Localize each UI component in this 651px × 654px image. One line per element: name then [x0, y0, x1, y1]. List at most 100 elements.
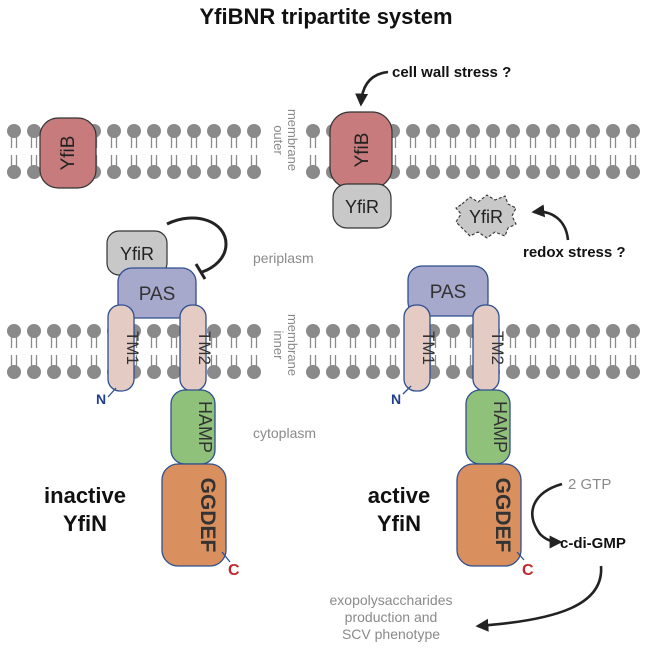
active-ggdef-domain: GGDEF — [456, 463, 522, 567]
lipid-head — [47, 365, 61, 379]
active-tm2-helix: TM2 — [472, 304, 507, 392]
inactive-n-terminus: N — [96, 391, 106, 407]
svg-text:YfiR: YfiR — [120, 244, 154, 264]
lipid-head — [606, 165, 620, 179]
svg-text:PAS: PAS — [430, 282, 467, 303]
lipid-head — [346, 365, 360, 379]
output-label-2: production and — [345, 609, 438, 625]
lipid-head — [27, 165, 41, 179]
lipid-head — [67, 365, 81, 379]
lipid-head — [187, 165, 201, 179]
gtp-label: 2 GTP — [568, 476, 611, 493]
lipid-head — [586, 324, 600, 338]
lipid-head — [7, 365, 21, 379]
cell-wall-stress-arrow — [355, 70, 389, 107]
inactive-hamp-domain: HAMP — [170, 389, 216, 465]
lipid-head — [247, 365, 261, 379]
lipid-head — [67, 324, 81, 338]
lipid-head — [306, 165, 320, 179]
lipid-head — [346, 324, 360, 338]
lipid-head — [147, 165, 161, 179]
lipid-head — [306, 324, 320, 338]
lipid-head — [107, 165, 121, 179]
lipid-head — [87, 365, 101, 379]
active-hamp-domain: HAMP — [465, 389, 511, 465]
lipid-head — [7, 165, 21, 179]
lipid-head — [7, 324, 21, 338]
lipid-head — [446, 124, 460, 138]
lipid-head — [27, 365, 41, 379]
outer-membrane-label-2: membrane — [285, 109, 300, 171]
lipid-head — [7, 124, 21, 138]
outer-membrane-right — [306, 124, 640, 179]
lipid-head — [167, 324, 181, 338]
lipid-head — [207, 124, 221, 138]
inactive-n-terminus-line — [107, 387, 117, 398]
lipid-head — [87, 324, 101, 338]
active-state-label-2: YfiN — [377, 511, 421, 536]
lipid-head — [586, 165, 600, 179]
lipid-head — [446, 165, 460, 179]
lipid-head — [167, 124, 181, 138]
lipid-head — [147, 365, 161, 379]
lipid-head — [626, 365, 640, 379]
inner-membrane-label-1: inner — [271, 331, 286, 361]
lipid-head — [486, 165, 500, 179]
inhibition-arrow — [166, 216, 228, 274]
lipid-head — [227, 324, 241, 338]
lipid-head — [227, 124, 241, 138]
lipid-head — [586, 124, 600, 138]
active-n-terminus: N — [391, 391, 401, 407]
lipid-head — [586, 365, 600, 379]
cdigmp-label: c-di-GMP — [560, 535, 626, 552]
output-arrow — [475, 565, 603, 632]
svg-text:YfiB: YfiB — [58, 136, 79, 171]
inactive-tm1-helix: TM1 — [107, 304, 142, 392]
lipid-head — [326, 324, 340, 338]
svg-text:YfiR: YfiR — [469, 207, 503, 227]
svg-text:TM2: TM2 — [488, 331, 507, 365]
lipid-head — [227, 165, 241, 179]
lipid-head — [187, 124, 201, 138]
lipid-head — [207, 324, 221, 338]
lipid-head — [426, 124, 440, 138]
lipid-head — [147, 324, 161, 338]
active-yfir-bound: YfiR — [332, 183, 392, 229]
active-n-terminus-line — [402, 385, 412, 395]
active-c-terminus: C — [522, 562, 534, 579]
lipid-head — [566, 165, 580, 179]
lipid-head — [506, 124, 520, 138]
svg-text:TM2: TM2 — [195, 331, 214, 365]
svg-text:GGDEF: GGDEF — [491, 478, 514, 553]
lipid-head — [506, 365, 520, 379]
lipid-head — [546, 365, 560, 379]
svg-text:PAS: PAS — [139, 284, 176, 305]
active-pas-domain: PAS — [407, 265, 489, 317]
active-c-terminus-line — [516, 551, 525, 561]
lipid-head — [546, 165, 560, 179]
inactive-yfib: YfiB — [39, 117, 97, 189]
lipid-head — [147, 124, 161, 138]
lipid-head — [207, 365, 221, 379]
cell-wall-stress-label: cell wall stress ? — [392, 64, 511, 81]
lipid-head — [446, 324, 460, 338]
lipid-head — [207, 165, 221, 179]
svg-text:HAMP: HAMP — [490, 401, 510, 453]
inactive-state-label-2: YfiN — [63, 511, 107, 536]
active-yfir-free: YfiR — [455, 194, 517, 239]
lipid-head — [167, 165, 181, 179]
lipid-head — [446, 365, 460, 379]
inactive-ggdef-domain: GGDEF — [161, 463, 227, 567]
lipid-head — [247, 124, 261, 138]
redox-stress-arrow — [531, 204, 570, 241]
inactive-c-terminus: C — [228, 562, 240, 579]
active-tm1-helix: TM1 — [403, 304, 438, 392]
outer-membrane-label-1: outer — [271, 125, 286, 155]
lipid-head — [366, 324, 380, 338]
lipid-head — [526, 165, 540, 179]
lipid-head — [366, 365, 380, 379]
cytoplasm-label: cytoplasm — [253, 425, 316, 441]
lipid-head — [526, 324, 540, 338]
lipid-head — [606, 124, 620, 138]
